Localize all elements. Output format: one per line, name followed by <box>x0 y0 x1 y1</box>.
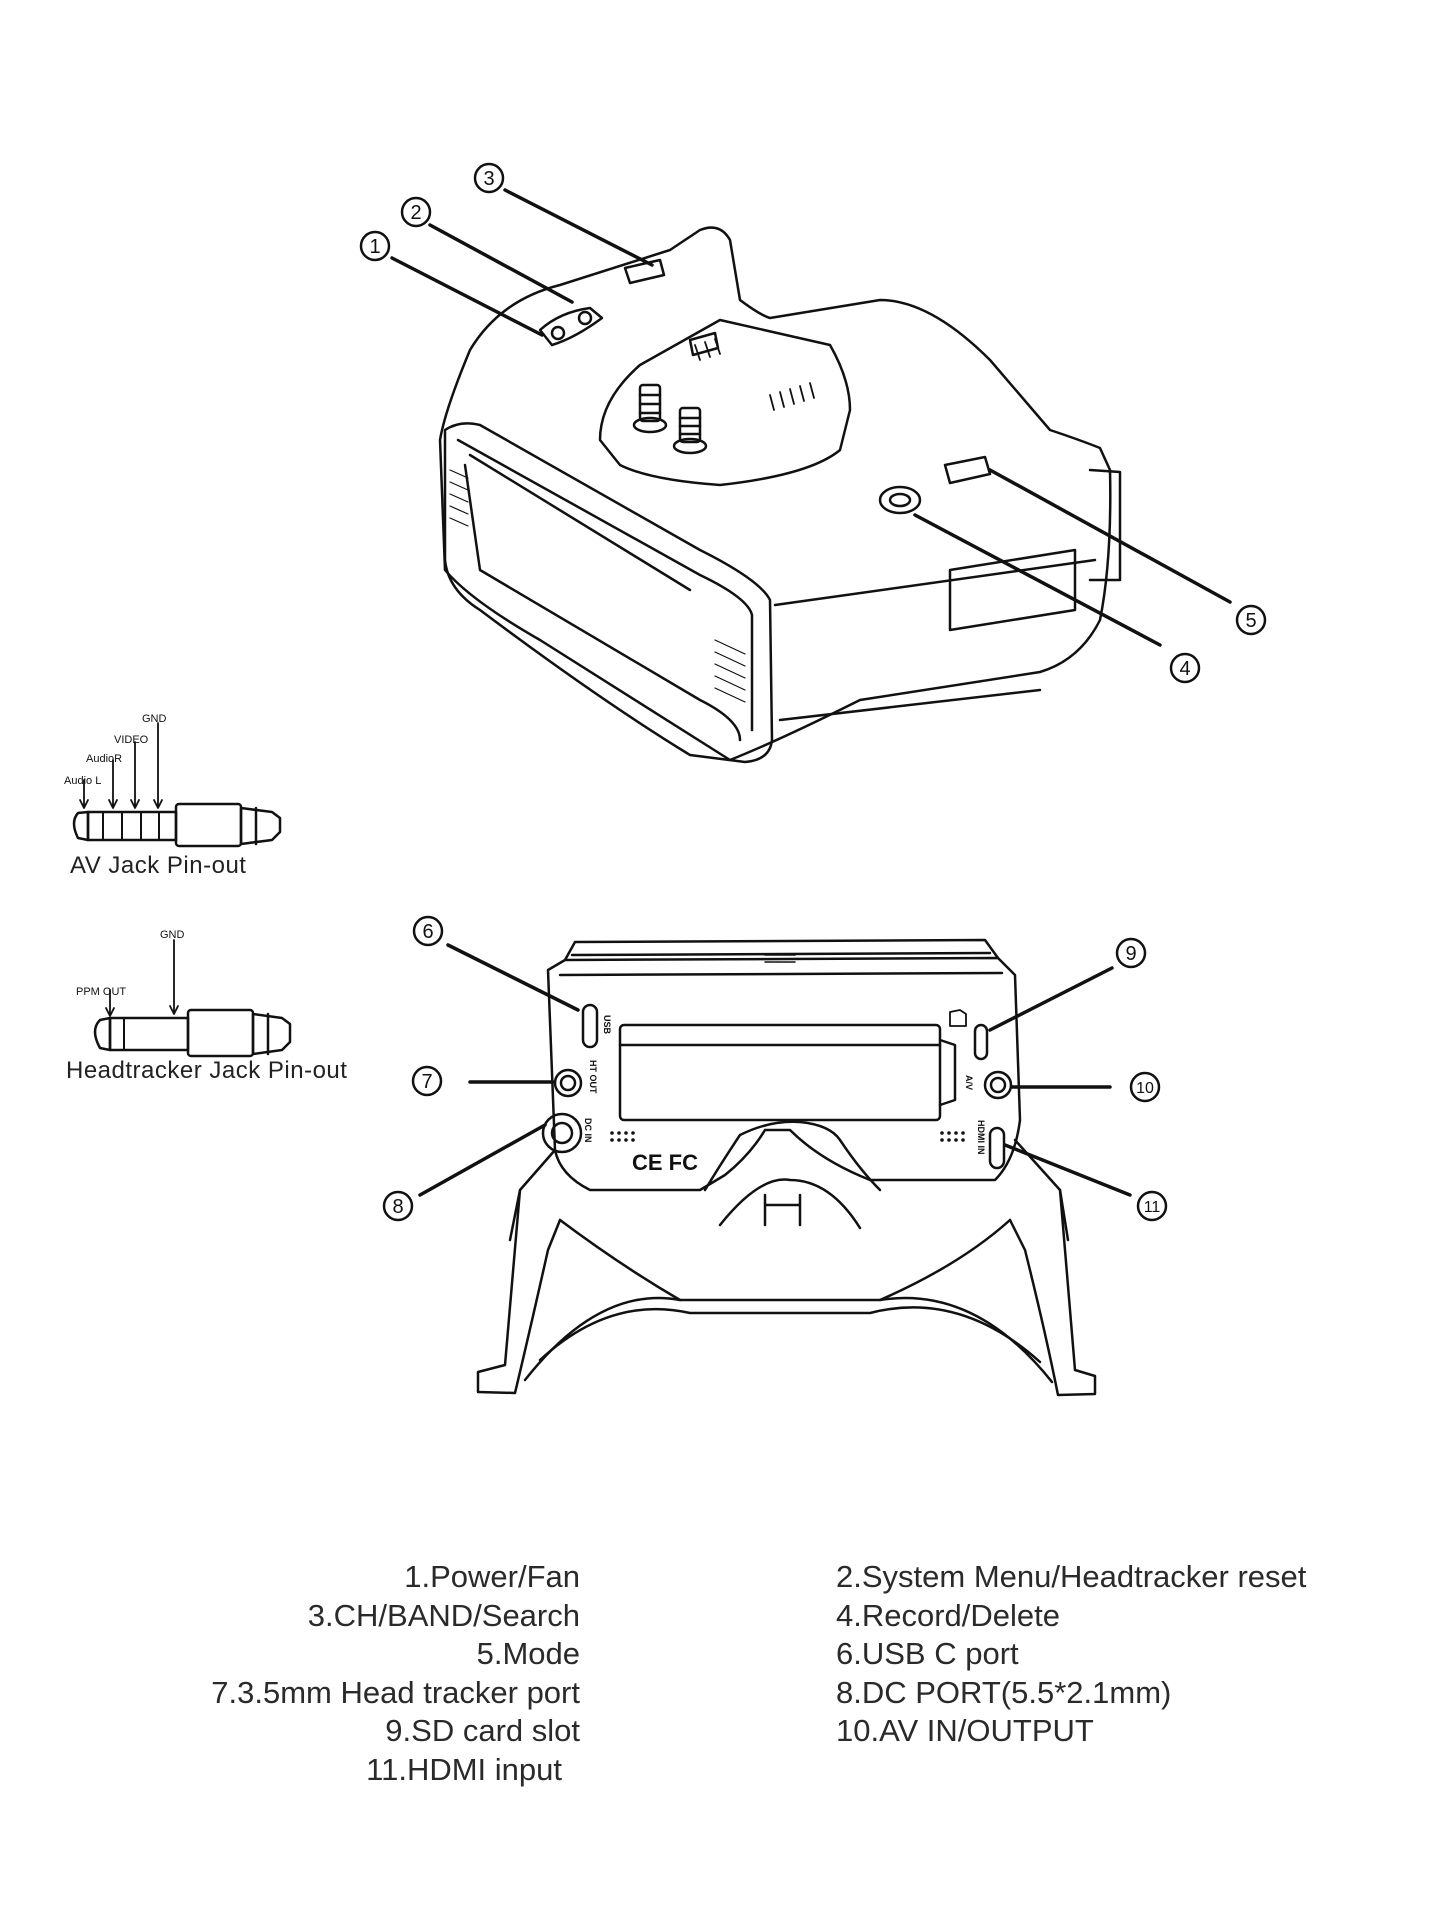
svg-text:VIDEO: VIDEO <box>114 734 149 746</box>
legend-item: 5.Mode <box>476 1636 580 1671</box>
svg-text:DC IN: DC IN <box>583 1118 593 1143</box>
legend-item: 4.Record/Delete <box>836 1597 1061 1633</box>
svg-text:6: 6 <box>422 921 433 943</box>
headtracker-jack <box>93 939 292 1058</box>
legend-item: 1.Power/Fan <box>404 1559 580 1594</box>
goggles-rear-view <box>476 938 1097 1397</box>
svg-text:GND: GND <box>160 929 185 941</box>
legend-item: 3.CH/BAND/Search <box>307 1597 580 1633</box>
svg-text:PPM OUT: PPM OUT <box>76 986 126 998</box>
callout-leaders-bottom <box>418 943 1132 1197</box>
svg-text:A/V: A/V <box>964 1075 974 1090</box>
headtracker-jack-labels: PPM OUT GND Headtracker Jack Pin-out <box>66 929 347 1084</box>
svg-text:11: 11 <box>1144 1199 1161 1216</box>
svg-text:AV Jack Pin-out: AV Jack Pin-out <box>70 852 246 879</box>
svg-text:HDMI IN: HDMI IN <box>976 1120 986 1155</box>
legend-item: 10.AV IN/OUTPUT <box>836 1713 1094 1748</box>
av-jack-labels: Audio L AudioR VIDEO GND AV Jack Pin-out <box>64 713 246 879</box>
svg-text:9: 9 <box>1125 943 1136 965</box>
legend-item: 11.HDMI input <box>366 1751 562 1787</box>
legend-item: 9.SD card slot <box>385 1713 580 1748</box>
svg-text:1: 1 <box>369 236 380 258</box>
antenna-connectors <box>632 383 708 455</box>
av-jack <box>72 722 282 848</box>
svg-text:CE FC: CE FC <box>632 1150 698 1175</box>
svg-text:Headtracker Jack Pin-out: Headtracker Jack Pin-out <box>66 1057 347 1084</box>
svg-text:3: 3 <box>483 168 494 190</box>
legend-left-column: 1.Power/Fan 3.CH/BAND/Search 5.Mode 7.3.… <box>160 1558 580 1789</box>
svg-text:10: 10 <box>1136 1080 1154 1097</box>
callout-numbers: 1 2 3 4 5 6 7 8 9 10 11 <box>369 168 1256 1218</box>
svg-text:HT OUT: HT OUT <box>588 1060 598 1094</box>
legend-item: 7.3.5mm Head tracker port <box>211 1674 580 1710</box>
svg-text:7: 7 <box>421 1071 432 1093</box>
svg-text:5: 5 <box>1245 610 1256 632</box>
svg-text:USB: USB <box>602 1015 612 1035</box>
parts-legend: 1.Power/Fan 3.CH/BAND/Search 5.Mode 7.3.… <box>0 1558 1440 1798</box>
svg-text:GND: GND <box>142 713 167 725</box>
goggles-front-view <box>438 226 1122 764</box>
side-buttons <box>878 455 992 515</box>
port-labels: USB HT OUT DC IN A/V HDMI IN CE FC <box>583 1015 986 1175</box>
callout-leaders-top <box>390 188 1232 647</box>
svg-text:AudioR: AudioR <box>86 753 122 765</box>
callout-circles-top <box>359 162 1267 684</box>
legend-right-column: 2.System Menu/Headtracker reset 4.Record… <box>836 1558 1306 1751</box>
svg-text:2: 2 <box>410 202 421 224</box>
svg-text:Audio L: Audio L <box>64 775 101 787</box>
legend-item: 2.System Menu/Headtracker reset <box>836 1559 1307 1594</box>
legend-item: 8.DC PORT(5.5*2.1mm) <box>836 1674 1172 1710</box>
callout-circles-bottom <box>382 915 1168 1222</box>
svg-text:4: 4 <box>1179 658 1190 680</box>
legend-item: 6.USB C port <box>836 1636 1019 1671</box>
svg-text:8: 8 <box>392 1196 403 1218</box>
